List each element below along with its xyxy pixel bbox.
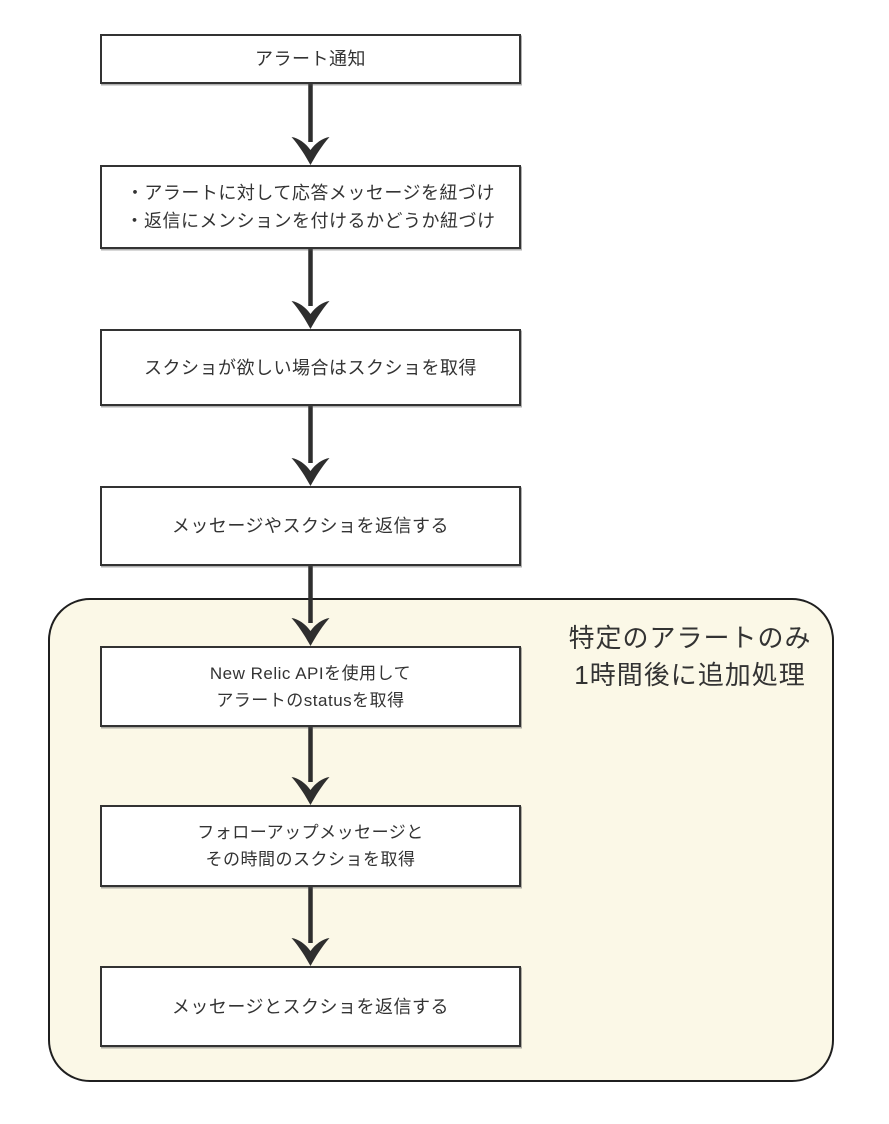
- flow-arrow-4: [291, 566, 330, 646]
- node-get-screenshot-if-wanted: スクショが欲しい場合はスクショを取得: [100, 329, 521, 406]
- flow-arrow-1: [291, 84, 330, 165]
- flow-arrow-3: [291, 406, 330, 486]
- node-reply-message-and-screenshot: メッセージとスクショを返信する: [100, 966, 521, 1047]
- flow-arrow-2: [291, 249, 330, 329]
- flow-arrow-6: [291, 887, 330, 966]
- flow-arrow-5: [291, 727, 330, 805]
- node-reply-message-or-screenshot: メッセージやスクショを返信する: [100, 486, 521, 566]
- node-newrelic-get-status: New Relic APIを使用して アラートのstatusを取得: [100, 646, 521, 727]
- node-get-followup-message-screenshot: フォローアップメッセージと その時間のスクショを取得: [100, 805, 521, 887]
- node-alert-notification: アラート通知: [100, 34, 521, 84]
- followup-group-label: 特定のアラートのみ 1時間後に追加処理: [568, 623, 812, 690]
- node-bind-response-settings: ・アラートに対して応答メッセージを紐づけ ・返信にメンションを付けるかどうか紐づ…: [100, 165, 521, 249]
